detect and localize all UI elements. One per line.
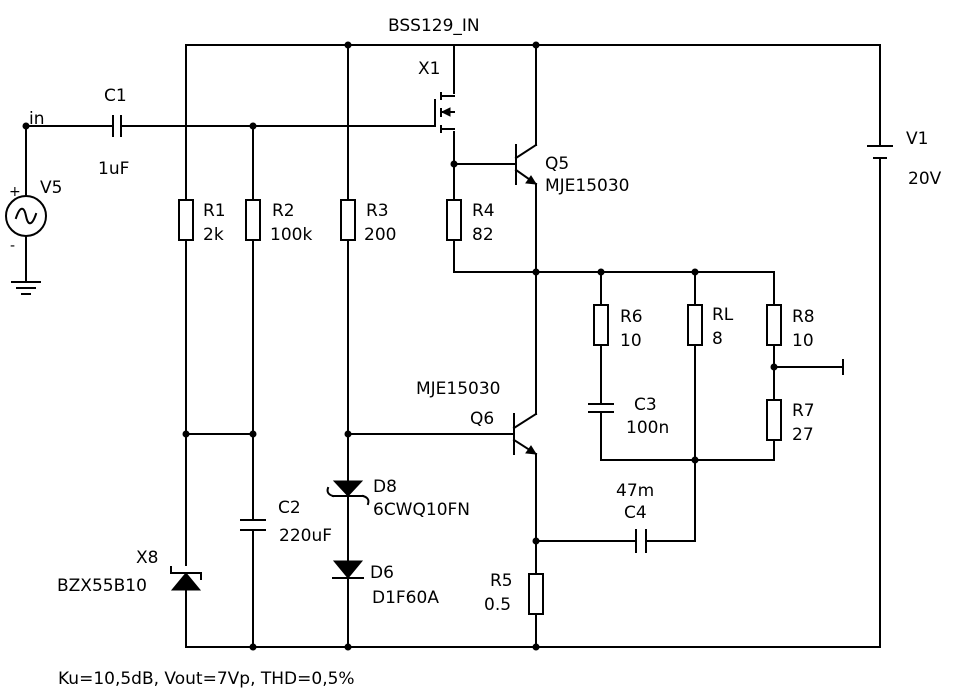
- c2-ref-label: C2: [278, 498, 301, 518]
- v5-plus-label: +: [9, 184, 21, 200]
- r6-value-label: 10: [620, 331, 642, 351]
- r6-resistor: [593, 304, 609, 346]
- r4-resistor: [446, 199, 462, 241]
- in-node-label: in: [29, 109, 45, 129]
- v5-ac-source: [5, 195, 47, 237]
- x8-ref-label: X8: [136, 548, 158, 568]
- q5-ref-label: Q5: [545, 154, 569, 174]
- capacitors: [112, 115, 647, 553]
- footer-summary: Ku=10,5dB, Vout=7Vp, THD=0,5%: [58, 669, 355, 689]
- c4-value-label: 47m: [616, 481, 654, 501]
- wires: [25, 44, 881, 648]
- x8-zener-diode: [170, 566, 202, 591]
- c4-ref-label: C4: [624, 503, 647, 523]
- r8-resistor: [766, 304, 782, 346]
- c3-ref-label: C3: [634, 395, 657, 415]
- x1-model-label: BSS129_IN: [388, 16, 480, 36]
- c3-capacitor: [588, 403, 614, 413]
- r2-resistor: [245, 199, 261, 241]
- c2-value-label: 220uF: [279, 526, 332, 546]
- r2-value-label: 100k: [270, 225, 312, 245]
- rl-ref-label: RL: [712, 305, 734, 325]
- c2-capacitor: [240, 519, 266, 531]
- r5-ref-label: R5: [490, 571, 513, 591]
- r8-ref-label: R8: [792, 307, 815, 327]
- q5-model-label: MJE15030: [545, 176, 630, 196]
- q6-model-label: MJE15030: [416, 379, 501, 399]
- r2-ref-label: R2: [272, 201, 295, 221]
- d8-model-label: 6CWQ10FN: [373, 500, 470, 520]
- labels: BSS129_IN X1 in C1 1uF V5 + - V1 20V R1 …: [9, 16, 942, 689]
- x1-ref-label: X1: [418, 59, 440, 79]
- v5-ref-label: V5: [40, 178, 62, 198]
- r8-value-label: 10: [792, 331, 814, 351]
- c1-ref-label: C1: [104, 86, 127, 106]
- rl-resistor: [687, 304, 703, 346]
- r5-resistor: [528, 573, 544, 615]
- v1-value-label: 20V: [908, 169, 942, 189]
- v1-battery: [867, 145, 893, 159]
- d6-diode: [332, 560, 364, 579]
- c4-capacitor: [635, 529, 647, 553]
- c3-value-label: 100n: [626, 418, 669, 438]
- q6-ref-label: Q6: [470, 409, 494, 429]
- rl-value-label: 8: [712, 329, 723, 349]
- r1-value-label: 2k: [203, 225, 224, 245]
- ground-symbol: [11, 281, 41, 295]
- r5-value-label: 0.5: [484, 595, 511, 615]
- r4-value-label: 82: [472, 225, 494, 245]
- c1-value-label: 1uF: [98, 159, 129, 179]
- d8-schottky-diode: [326, 480, 370, 506]
- q6-npn-transistor: [512, 412, 538, 456]
- v5-minus-label: -: [10, 238, 15, 254]
- r3-ref-label: R3: [366, 201, 389, 221]
- r6-ref-label: R6: [620, 307, 643, 327]
- q5-npn-transistor: [514, 143, 538, 186]
- v1-ref-label: V1: [906, 129, 928, 149]
- d6-ref-label: D6: [370, 563, 394, 583]
- r1-ref-label: R1: [203, 201, 226, 221]
- x1-mosfet: [434, 92, 455, 133]
- d8-ref-label: D8: [373, 477, 397, 497]
- r1-resistor: [178, 199, 194, 241]
- junction-dots: [22, 41, 778, 651]
- r4-ref-label: R4: [472, 201, 495, 221]
- r7-value-label: 27: [792, 425, 814, 445]
- d6-model-label: D1F60A: [372, 588, 439, 608]
- resistors: [178, 199, 782, 615]
- r7-ref-label: R7: [792, 401, 815, 421]
- r3-value-label: 200: [364, 225, 396, 245]
- c1-capacitor: [112, 115, 122, 137]
- r7-resistor: [766, 399, 782, 441]
- r3-resistor: [340, 199, 356, 241]
- x8-model-label: BZX55B10: [57, 576, 147, 596]
